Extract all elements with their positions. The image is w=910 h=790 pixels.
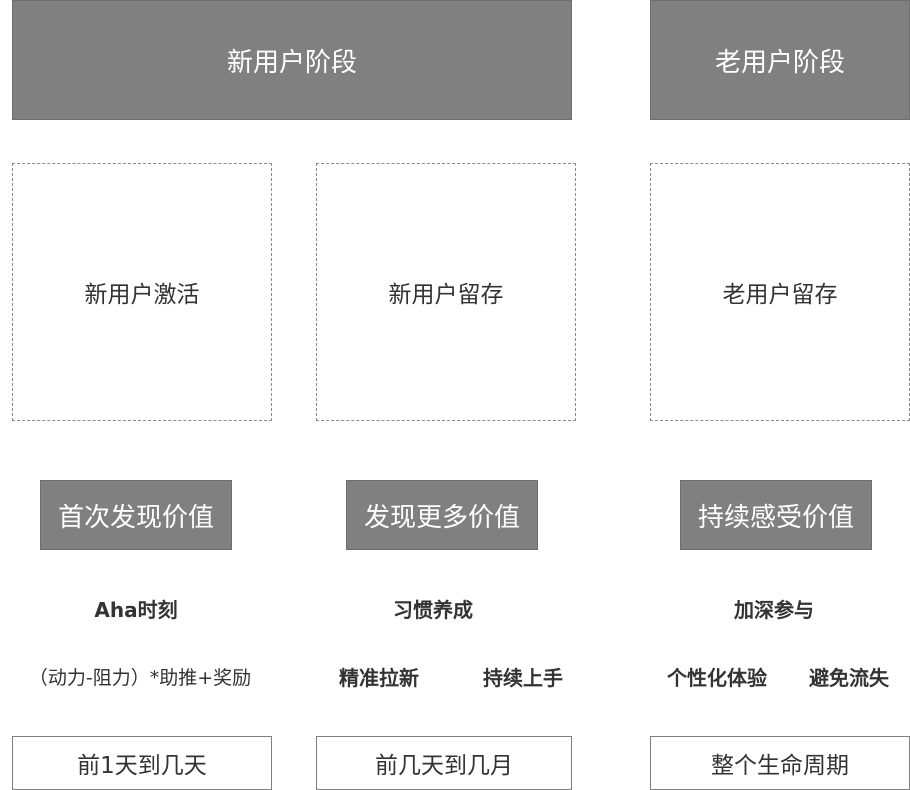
timeframe-days: 前1天到几天 (12, 736, 272, 790)
value-discover-more: 发现更多价值 (346, 480, 538, 550)
phase-old-user-retention: 老用户留存 (650, 163, 910, 421)
key-point-habit: 习惯养成 (393, 598, 473, 622)
key-point-aha: Aha时刻 (94, 598, 178, 622)
timeframe-label: 前1天到几天 (77, 753, 207, 779)
value-label: 首次发现价值 (57, 502, 214, 533)
tactic-formula: （动力-阻力）*助推+奖励 (28, 667, 252, 689)
phase-new-user-activation: 新用户激活 (12, 163, 272, 421)
tactic-onboarding: 持续上手 (483, 666, 563, 690)
phase-label: 新用户留存 (388, 282, 504, 308)
phase-new-user-retention: 新用户留存 (316, 163, 576, 421)
phase-label: 新用户激活 (84, 282, 200, 308)
value-label: 发现更多价值 (363, 502, 520, 533)
value-continuous: 持续感受价值 (680, 480, 872, 550)
new-user-stage-header: 新用户阶段 (12, 0, 572, 120)
value-label: 持续感受价值 (697, 502, 854, 533)
value-first-discovery: 首次发现价值 (40, 480, 232, 550)
tactic-precise-acquisition: 精准拉新 (339, 666, 419, 690)
phase-label: 老用户留存 (722, 282, 838, 308)
tactic-personalized: 个性化体验 (667, 666, 767, 690)
timeframe-months: 前几天到几月 (316, 736, 572, 790)
old-user-stage-title: 老用户阶段 (714, 47, 845, 78)
timeframe-label: 整个生命周期 (711, 753, 849, 779)
key-point-deepen: 加深参与 (734, 598, 814, 622)
timeframe-label: 前几天到几月 (375, 753, 513, 779)
tactic-avoid-churn: 避免流失 (809, 666, 889, 690)
new-user-stage-title: 新用户阶段 (226, 47, 357, 78)
timeframe-lifetime: 整个生命周期 (650, 736, 910, 790)
old-user-stage-header: 老用户阶段 (650, 0, 910, 120)
